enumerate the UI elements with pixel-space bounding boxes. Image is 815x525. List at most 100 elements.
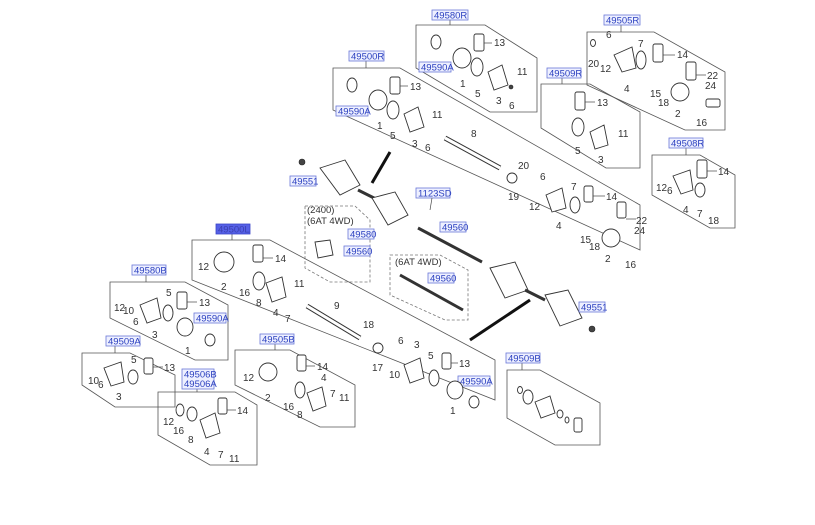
part-number: 24 <box>634 226 646 237</box>
callout-49500L-selected[interactable] <box>215 223 251 235</box>
bearing-part <box>372 342 384 354</box>
callout-49590A-label[interactable]: 49590A <box>196 314 229 325</box>
callout-49590A-right[interactable] <box>335 105 369 117</box>
callout-49509A[interactable] <box>105 335 141 347</box>
shaft-part <box>399 273 464 312</box>
part-number: 8 <box>256 298 262 309</box>
callout-49500R-label[interactable]: 49500R <box>351 52 384 63</box>
inner-joint-part <box>213 251 235 273</box>
callout-49580[interactable] <box>347 228 375 240</box>
callout-49506B-label[interactable]: 49506B <box>184 370 217 381</box>
callout-49505R[interactable] <box>603 14 641 26</box>
callout-49580R-label[interactable]: 49580R <box>434 11 467 22</box>
part-number: 13 <box>410 82 422 93</box>
part-number: 6 <box>606 30 612 41</box>
inner-joint-part <box>601 228 621 248</box>
part-number: 4 <box>683 205 689 216</box>
callout-49580B-label[interactable]: 49580B <box>134 266 167 277</box>
callout-1123SD[interactable] <box>415 187 451 199</box>
callout-49509B[interactable] <box>505 352 541 364</box>
callout-49560-label[interactable]: 49560 <box>430 274 456 285</box>
callout-49590A-left[interactable] <box>457 375 491 387</box>
callout-49500R[interactable] <box>348 50 385 62</box>
callout-49580B[interactable] <box>131 264 167 276</box>
callout-49590A-b[interactable] <box>193 312 227 324</box>
callout-49590A-label[interactable]: 49590A <box>338 107 371 118</box>
panel-49505R: 49505R 20 12 6 4 7 14 22 24 15 18 2 16 <box>586 14 726 131</box>
part-number: 13 <box>199 298 211 309</box>
callout-49505B[interactable] <box>259 333 295 345</box>
callout-49509R[interactable] <box>546 67 582 79</box>
callout-49590A-label[interactable]: 49590A <box>421 63 454 74</box>
callout-49508R[interactable] <box>668 137 704 149</box>
part-number: 14 <box>677 50 689 61</box>
boot-part <box>139 297 162 324</box>
grease-tube-part <box>574 91 586 111</box>
callout-49509A-label[interactable]: 49509A <box>108 337 141 348</box>
part-number: 11 <box>339 393 350 404</box>
callout-49505R-label[interactable]: 49505R <box>606 16 639 27</box>
part-number: 8 <box>188 435 194 446</box>
part-number: 7 <box>330 389 336 400</box>
boot-part <box>589 124 609 150</box>
part-number: 20 <box>518 161 530 172</box>
callout-49505B-label[interactable]: 49505B <box>262 335 295 346</box>
part-number: 12 <box>529 202 541 213</box>
shaft-inner <box>444 136 501 170</box>
callout-49560-6at[interactable] <box>427 272 455 284</box>
callout-49506A-label[interactable]: 49506A <box>184 379 217 390</box>
part-number: 12 <box>656 183 668 194</box>
panel-49580B: 49580B 12 10 6 3 5 13 49590A 1 <box>109 264 229 361</box>
panel-49506: 49506B 49506A 12 16 8 4 14 7 11 <box>157 368 258 466</box>
panel-49505B: 49505B 12 2 16 14 8 4 7 11 <box>234 333 356 428</box>
part-number: 12 <box>114 303 126 314</box>
part-number: 24 <box>705 81 717 92</box>
part-number: 6 <box>540 172 546 183</box>
nut-part <box>298 158 306 166</box>
callout-49509R-label[interactable]: 49509R <box>549 69 582 80</box>
callout-49551-label[interactable]: 49551 <box>292 177 318 188</box>
boot-part <box>103 361 125 387</box>
callout-49590A[interactable] <box>418 61 452 73</box>
main-shaft-right: 49551 1123SD 49560 <box>289 151 483 264</box>
callout-49590A-label[interactable]: 49590A <box>460 377 493 388</box>
part-number: 6 <box>98 380 104 391</box>
engine-note: (2400) <box>307 205 334 216</box>
callout-49551-top[interactable] <box>289 175 317 187</box>
part-number: 4 <box>273 308 279 319</box>
grease-tube-part <box>583 185 594 203</box>
part-number: 7 <box>638 39 644 50</box>
part-number: 5 <box>166 288 172 299</box>
callout-49551-bottom[interactable] <box>578 301 606 313</box>
grease-tube-part <box>389 76 401 95</box>
callout-49560-main[interactable] <box>439 221 467 233</box>
part-number: 13 <box>597 98 609 109</box>
callout-49551-label[interactable]: 49551 <box>581 303 607 314</box>
ring-part <box>468 395 480 409</box>
boot-part <box>199 412 221 439</box>
clamp-part <box>635 50 647 70</box>
callout-49580R[interactable] <box>431 9 469 21</box>
part-number: 3 <box>116 392 122 403</box>
callout-49500L-label[interactable]: 49500L <box>218 225 250 236</box>
callout-49560-variant[interactable] <box>343 245 371 257</box>
callout-49506[interactable] <box>181 368 215 390</box>
part-number: 6 <box>509 101 515 112</box>
part-number: 4 <box>204 447 210 458</box>
part-number: 18 <box>589 242 601 253</box>
ring-part <box>346 77 358 93</box>
part-number: 8 <box>471 129 477 140</box>
callout-49560-label[interactable]: 49560 <box>346 247 372 258</box>
part-number: 11 <box>618 129 629 140</box>
part-number: 10 <box>123 306 135 317</box>
callout-49508R-label[interactable]: 49508R <box>671 139 704 150</box>
outer-joint-part <box>368 89 388 111</box>
callout-49560-label[interactable]: 49560 <box>442 223 468 234</box>
clamp-part <box>569 196 581 214</box>
callout-49580-label[interactable]: 49580 <box>350 230 376 241</box>
inner-cv-joint <box>371 191 409 226</box>
callout-1123SD-label[interactable]: 1123SD <box>418 189 452 200</box>
outer-cv-joint <box>544 289 583 327</box>
callout-49509B-label[interactable]: 49509B <box>508 354 541 365</box>
